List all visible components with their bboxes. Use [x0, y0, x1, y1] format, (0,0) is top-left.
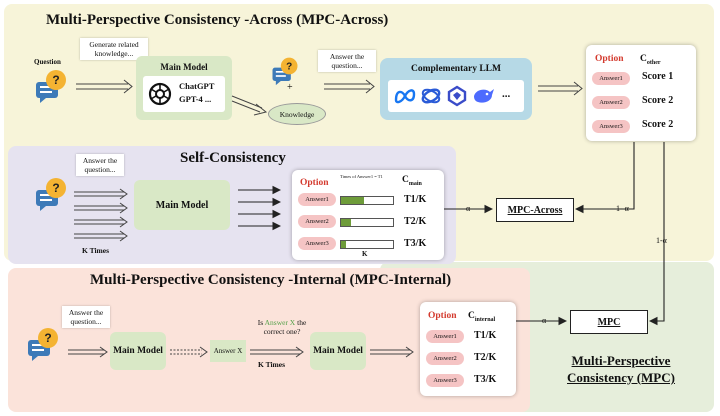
across-main-model-title: Main Model: [160, 62, 208, 72]
c-internal-answer2: Answer2: [426, 352, 464, 365]
deepseek-icon: [474, 89, 494, 103]
c-other-header: Cother: [640, 54, 661, 66]
c-main-bar3-fill: [341, 241, 347, 248]
knowledge-question-icon: ?: [270, 56, 300, 86]
svg-text:?: ?: [286, 61, 292, 72]
question-icon: ?: [34, 68, 68, 104]
c-other-answer1: Answer1: [592, 72, 630, 85]
answer-x-box: Answer X: [210, 340, 246, 362]
internal-title: Multi-Perspective Consistency -Internal …: [90, 272, 452, 288]
c-main-header: Cmain: [402, 175, 422, 187]
question-label: Question: [34, 58, 61, 66]
complementary-llm-box: Complementary LLM ...: [380, 58, 532, 120]
internal-alpha-label: α: [542, 316, 547, 325]
c-other-option-header: Option: [595, 54, 624, 64]
c-internal-ratio3: T3/K: [474, 374, 497, 385]
c-main-bar1-fill: [341, 197, 365, 204]
c-internal-answer1: Answer1: [426, 330, 464, 343]
c-main-bar-k: K: [362, 250, 368, 258]
across-main-model-inner: ChatGPT GPT-4 ...: [143, 76, 225, 112]
c-main-ratio3: T3/K: [404, 238, 427, 249]
gpt4-label: GPT-4 ...: [179, 94, 212, 104]
svg-text:?: ?: [52, 181, 59, 195]
complementary-llm-title: Complementary LLM: [411, 64, 501, 74]
internal-k-times: K Times: [258, 360, 286, 369]
self-main-model: Main Model: [134, 180, 230, 230]
c-main-ratio1: T1/K: [404, 194, 427, 205]
across-title: Multi-Perspective Consistency -Across (M…: [46, 12, 389, 28]
self-question-icon: ?: [34, 176, 68, 212]
c-internal-ratio1: T1/K: [474, 330, 497, 341]
internal-main-model-a: Main Model: [110, 332, 166, 370]
is-correct-note: Is Answer X the correct one?: [257, 318, 307, 336]
c-main-bar2-fill: [341, 219, 352, 226]
c-other-answer2: Answer2: [592, 96, 630, 109]
c-main-answer2: Answer2: [298, 215, 336, 228]
openai-icon: [148, 82, 172, 106]
across-answer-note: Answer the question...: [318, 50, 376, 72]
internal-question-icon: ?: [26, 326, 60, 362]
c-other-score2: Score 2: [642, 95, 674, 106]
c-internal-option-header: Option: [428, 311, 457, 321]
c-main-ratio2: T2/K: [404, 216, 427, 227]
chatgpt-label: ChatGPT: [179, 81, 215, 91]
c-main-bar2: [340, 218, 394, 227]
self-k-times: K Times: [82, 246, 110, 255]
mpc-across-box: MPC-Across: [496, 198, 574, 222]
c-other-answer3: Answer3: [592, 120, 630, 133]
across-main-model: Main Model ChatGPT GPT-4 ...: [136, 56, 232, 120]
self-consistency-title: Self-Consistency: [180, 150, 286, 166]
c-internal-ratio2: T2/K: [474, 352, 497, 363]
c-main-bar1: [340, 196, 394, 205]
knowledge-node: Knowledge: [268, 103, 326, 125]
c-other-score1: Score 1: [642, 71, 674, 82]
mpc-title: Multi-Perspective Consistency (MPC): [567, 353, 675, 385]
c-main-bar-caption: Times of Answer1 = T1: [340, 174, 383, 179]
c-internal-answer3: Answer3: [426, 374, 464, 387]
c-main-answer3: Answer3: [298, 237, 336, 250]
c-main-answer1: Answer1: [298, 193, 336, 206]
self-alpha-label: α: [466, 204, 471, 213]
mistral-icon: [447, 85, 467, 107]
generate-note: Generate related knowledge...: [80, 38, 148, 60]
mpc-weight-label: 1-α: [656, 236, 667, 245]
internal-answer-note: Answer the question...: [62, 306, 110, 328]
meta-icon: [394, 89, 416, 104]
internal-main-model-b: Main Model: [310, 332, 366, 370]
c-internal-header: Cinternal: [468, 311, 496, 323]
self-answer-note: Answer the question...: [76, 154, 124, 176]
c-other-score3: Score 2: [642, 119, 674, 130]
complementary-llm-more: ...: [502, 88, 511, 100]
complementary-llm-inner: ...: [388, 80, 524, 112]
c-main-option-header: Option: [300, 178, 329, 188]
mpc-box: MPC: [570, 310, 648, 334]
across-weight-label: 1- α: [616, 204, 629, 213]
c-main-bar3: [340, 240, 394, 249]
plus-sign: +: [287, 82, 293, 93]
svg-text:?: ?: [44, 331, 51, 345]
gemini-icon: [421, 88, 441, 104]
svg-text:?: ?: [52, 73, 59, 87]
